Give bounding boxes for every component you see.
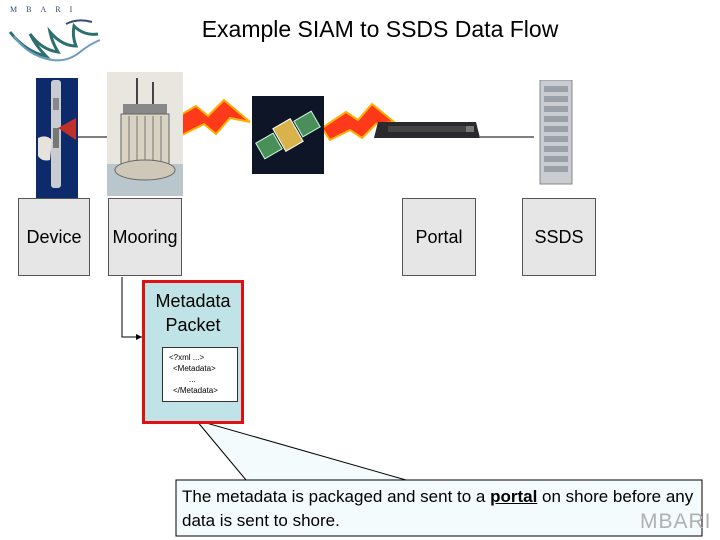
ssds-label: SSDS — [534, 226, 584, 247]
callout-part1: The metadata is packaged and sent to a — [182, 487, 491, 506]
callout-part2: on shore before any data is sent to shor… — [182, 487, 694, 530]
device-label: Device — [26, 226, 82, 247]
metadata-title-line2: Packet — [165, 315, 221, 335]
mbari-logo — [8, 19, 101, 62]
xml-line: </Metadata> — [173, 386, 218, 395]
mooring-to-packet-arrow — [121, 277, 142, 338]
mooring-label: Mooring — [112, 226, 178, 247]
ssds-rack-photo — [539, 80, 573, 185]
satellite-photo — [252, 96, 324, 174]
ssds-box: SSDS — [522, 198, 596, 276]
mooring-photo — [107, 72, 183, 196]
device-photo — [36, 78, 78, 198]
callout-text: The metadata is packaged and sent to a p… — [182, 485, 702, 533]
lightning-left-icon — [170, 98, 251, 138]
mbari-watermark: MBARI — [640, 510, 712, 533]
device-box: Device — [18, 198, 90, 276]
mooring-box: Mooring — [108, 198, 182, 276]
xml-line: <?xml ...> — [169, 353, 205, 362]
portal-label: Portal — [415, 226, 463, 247]
portal-box: Portal — [402, 198, 476, 276]
page-title: Example SIAM to SSDS Data Flow — [201, 16, 559, 42]
metadata-packet-title: Metadata Packet — [142, 289, 244, 337]
portal-server-photo — [374, 122, 480, 138]
callout-shape — [175, 419, 703, 537]
xml-line: ... — [189, 375, 196, 384]
xml-snippet: <?xml ...> <Metadata> ... </Metadata> — [162, 347, 238, 402]
xml-line: <Metadata> — [173, 364, 216, 373]
metadata-title-line1: Metadata — [155, 291, 231, 311]
callout-keyword: portal — [490, 487, 538, 506]
logo-text: MBARI — [10, 5, 82, 14]
